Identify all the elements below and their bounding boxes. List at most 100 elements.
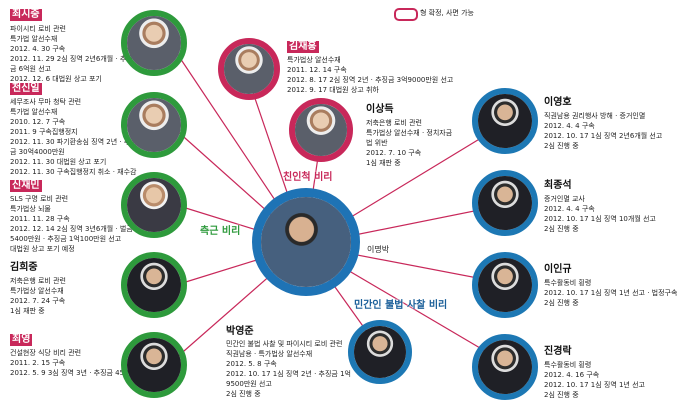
center-name: 이명박 (367, 245, 390, 254)
info-line: 1심 재판 중 (10, 307, 45, 315)
portrait (121, 252, 187, 318)
info-line: 1심 재판 중 (366, 159, 401, 167)
info-line: 2012. 10. 17 1심 징역 2년6개월 선고 (544, 132, 663, 140)
info-line: 2012. 4. 4 구속 (544, 122, 595, 130)
person-name: 최영 (10, 334, 33, 346)
person-name: 이상득 (366, 104, 394, 115)
info-line: 2012. 10. 17 1심 징역 2년 · 추징금 1억 (226, 370, 351, 378)
info-line: 특가법 알선수재 (10, 35, 58, 43)
info-line: 2012. 4. 16 구속 (544, 371, 600, 379)
diagram: 형 확정, 사면 가능 이명박 측근 비리 친인척 비리 민간인 불법 사찰 비… (10, 8, 677, 400)
portrait-photo (478, 258, 532, 312)
info-line: 2011. 2. 15 구속 (10, 359, 66, 367)
legend-text: 형 확정, 사면 가능 (420, 9, 474, 17)
person-info: 저축은행 로비 관련 특가법상 알선수재 · 정치자금 법 위반 2012. 7… (366, 118, 452, 168)
portrait-photo (354, 326, 406, 378)
portrait (348, 320, 412, 384)
info-line: 2012. 8. 17 2심 징역 2년 · 추징금 3억9000만원 선고 (287, 76, 454, 84)
portrait (218, 38, 280, 100)
info-line: 2012. 7. 10 구속 (366, 149, 422, 157)
info-line: 금 6억원 선고 (10, 65, 52, 73)
info-line: 2012. 11. 30 대법원 상고 포기 (10, 158, 107, 166)
portrait (121, 172, 187, 238)
info-line: 9500만원 선고 (226, 380, 272, 388)
info-line: 2012. 9. 17 대법원 상고 취하 (287, 86, 379, 94)
person-name: 진경락 (544, 346, 572, 357)
group-label-surveillance: 민간인 불법 사찰 비리 (354, 300, 448, 311)
portrait-photo (127, 338, 181, 392)
info-line: 저축은행 로비 관련 (10, 277, 66, 285)
info-line: 2012. 11. 30 구속집행정지 취소 · 재수감 (10, 168, 137, 176)
portrait-photo (224, 44, 274, 94)
info-line: 2심 진행 중 (544, 391, 579, 399)
info-line: 2012. 7. 24 구속 (10, 297, 66, 305)
info-line: 2심 진행 중 (544, 225, 579, 233)
person-name: 이인규 (544, 264, 572, 275)
info-line: 직권남용 권리행사 방해 · 증거인멸 (544, 112, 646, 120)
info-line: 2012. 10. 17 1심 징역 1년 선고 (544, 381, 645, 389)
info-line: 특가법상 뇌물 (10, 205, 51, 213)
info-line: 2012. 12. 14 2심 징역 3년6개월 · 벌금 (10, 225, 133, 233)
info-line: 저축은행 로비 관련 (366, 119, 422, 127)
info-line: 2010. 12. 7 구속 (10, 118, 66, 126)
portrait (121, 10, 187, 76)
info-line: 법 위반 (366, 139, 388, 147)
info-line: 2심 진행 중 (544, 299, 579, 307)
person-info: 증거인멸 교사 2012. 4. 4 구속 2012. 10. 17 1심 징역… (544, 194, 656, 234)
info-line: 2012. 12. 6 대법원 상고 포기 (10, 75, 102, 83)
person-info: 민간인 불법 사찰 및 파이시티 로비 관련 직권남용 · 특가법상 알선수재 … (226, 339, 351, 399)
portrait (289, 98, 353, 162)
info-line: 직권남용 · 특가법상 알선수재 (226, 350, 313, 358)
info-line: 증거인멸 교사 (544, 195, 585, 203)
info-line: 특수활동비 횡령 (544, 361, 592, 369)
info-line: 2011. 9 구속집행정지 (10, 128, 78, 136)
info-line: 2012. 4. 30 구속 (10, 45, 66, 53)
info-line: 2012. 10. 17 1심 징역 10개월 선고 (544, 215, 656, 223)
person-info: 세무조사 무마 청탁 관련 특가법 알선수재 2010. 12. 7 구속 20… (10, 97, 137, 177)
person-name: 신재민 (10, 180, 42, 192)
portrait (472, 170, 538, 236)
person-info: 특가법상 알선수재 2011. 12. 14 구속 2012. 8. 17 2심… (287, 55, 453, 95)
info-line: 금 30억4000만원 (10, 148, 65, 156)
portrait (472, 88, 538, 154)
info-line: 2012. 4. 4 구속 (544, 205, 595, 213)
info-line: 특가법상 알선수재 · 정치자금 (366, 129, 453, 137)
portrait-photo (127, 98, 181, 152)
person-name: 최종석 (544, 180, 572, 191)
group-label-relatives: 친인척 비리 (283, 172, 333, 183)
person-info: 건설현장 식당 비리 관련 2011. 2. 15 구속 2012. 5. 9 … (10, 348, 146, 378)
person-name: 김재홍 (287, 41, 319, 53)
info-line: 2심 진행 중 (226, 390, 261, 398)
person-info: 저축은행 로비 관련 특가법상 알선수재 2012. 7. 24 구속 1심 재… (10, 276, 66, 316)
person-name: 최시중 (10, 9, 42, 21)
legend-swatch (394, 8, 418, 21)
person-info: 파이시티 로비 관련 특가법 알선수재 2012. 4. 30 구속 2012.… (10, 24, 133, 84)
person-info: SLS 구명 로비 관련 특가법상 뇌물 2011. 11. 28 구속 201… (10, 194, 133, 254)
info-line: 2012. 5. 8 구속 (226, 360, 277, 368)
info-line: SLS 구명 로비 관련 (10, 195, 69, 203)
portrait-photo (478, 340, 532, 394)
portrait (121, 92, 187, 158)
group-label-aides: 측근 비리 (200, 226, 241, 237)
portrait-photo (478, 94, 532, 148)
center-photo (261, 197, 351, 287)
info-line: 2011. 12. 14 구속 (287, 66, 347, 74)
info-line: 특가법 알선수재 (10, 108, 58, 116)
info-line: 세무조사 무마 청탁 관련 (10, 98, 82, 106)
info-line: 2012. 11. 30 파기환송심 징역 2년 · 추징 (10, 138, 137, 146)
person-name: 이영호 (544, 97, 572, 108)
info-line: 건설현장 식당 비리 관련 (10, 349, 82, 357)
portrait (472, 334, 538, 400)
info-line: 2012. 10. 17 1심 징역 1년 선고 · 법정구속 (544, 289, 677, 297)
info-line: 민간인 불법 사찰 및 파이시티 로비 관련 (226, 340, 343, 348)
portrait (472, 252, 538, 318)
portrait-photo (478, 176, 532, 230)
portrait-photo (127, 258, 181, 312)
person-info: 특수활동비 횡령 2012. 10. 17 1심 징역 1년 선고 · 법정구속… (544, 278, 677, 308)
info-line: 5400만원 · 추징금 1억100만원 선고 (10, 235, 122, 243)
info-line: 대법원 상고 포기 예정 (10, 245, 75, 253)
person-name: 천신일 (10, 83, 42, 95)
center-portrait (252, 188, 360, 296)
portrait-photo (295, 104, 347, 156)
person-info: 특수활동비 횡령 2012. 4. 16 구속 2012. 10. 17 1심 … (544, 360, 645, 400)
